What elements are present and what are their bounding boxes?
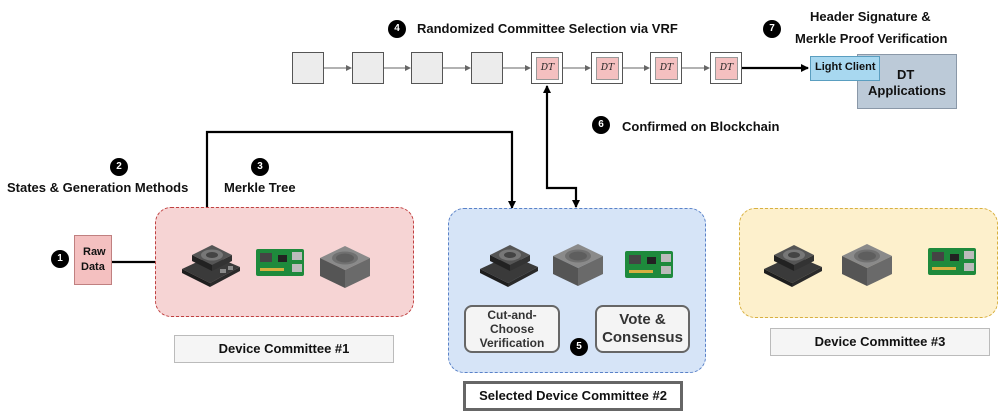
block-2 [352, 52, 384, 84]
raw-data-line1: Raw [83, 246, 106, 258]
merkle-tree-label: Merkle Tree [224, 180, 296, 195]
step-3-badge: 3 [251, 158, 269, 176]
header-signature-label: Header Signature & [810, 9, 931, 24]
step-7-badge: 7 [763, 20, 781, 38]
step-6-badge: 6 [592, 116, 610, 134]
step-4-badge: 4 [388, 20, 406, 38]
vote-line2: Consensus [602, 329, 683, 346]
raspberry-pi-icon [256, 249, 304, 276]
merkle-proof-label: Merkle Proof Verification [795, 31, 948, 46]
jetson-case-icon [842, 244, 892, 286]
step-5-badge: 5 [570, 338, 588, 356]
step-1-badge: 1 [51, 250, 69, 268]
cut-choose-line2: Choose [489, 322, 534, 336]
states-methods-label: States & Generation Methods [7, 180, 189, 195]
raw-data-line2: Data [81, 261, 105, 273]
block-4 [471, 52, 503, 84]
raspberry-pi-icon [625, 251, 673, 278]
block-1 [292, 52, 324, 84]
vote-line1: Vote & [619, 311, 666, 328]
dt-block-4: DT [710, 52, 742, 84]
jetson-board-icon [182, 245, 240, 287]
cut-choose-line1: Cut-and- [487, 308, 537, 322]
committee-1-caption: Device Committee #1 [174, 335, 394, 363]
cut-choose-line3: Verification [479, 336, 545, 350]
jetson-board-icon [764, 245, 822, 287]
dt-applications-line2: Applications [868, 83, 947, 98]
raw-data-box [74, 235, 112, 285]
committee-2-caption: Selected Device Committee #2 [463, 381, 683, 411]
jetson-case-icon [320, 246, 370, 288]
cut-and-choose-box: Cut-and- Choose Verification [464, 305, 560, 353]
vrf-label: Randomized Committee Selection via VRF [417, 21, 678, 36]
vote-consensus-box: Vote & Consensus [595, 305, 690, 353]
light-client-box [810, 56, 880, 81]
step-2-badge: 2 [110, 158, 128, 176]
committee1-to-committee2-arrow [205, 130, 516, 245]
committee-3-caption: Device Committee #3 [770, 328, 990, 356]
dt-block-2: DT [591, 52, 623, 84]
confirmed-label: Confirmed on Blockchain [622, 119, 780, 134]
raspberry-pi-icon [928, 248, 976, 275]
dt-block-label: DT [655, 57, 678, 80]
jetson-case-icon [553, 244, 603, 286]
dt-applications-line1: DT [897, 67, 915, 82]
dt-block-1: DT [531, 52, 563, 84]
jetson-board-icon [480, 245, 538, 287]
dt-block-label: DT [715, 57, 738, 80]
dt-block-3: DT [650, 52, 682, 84]
committee2-blockchain-arrow [543, 85, 580, 208]
block-3 [411, 52, 443, 84]
dt-block-label: DT [596, 57, 619, 80]
light-client-label: Light Client [815, 61, 876, 73]
dt-block-label: DT [536, 57, 559, 80]
